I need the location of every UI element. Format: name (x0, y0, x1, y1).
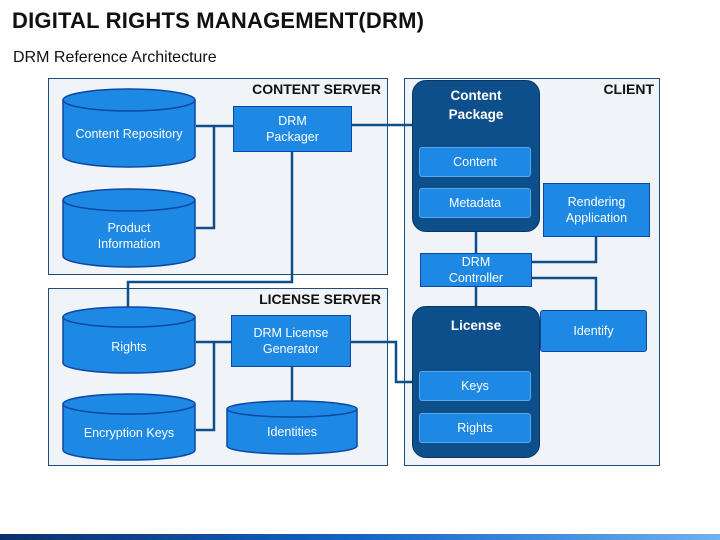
content-package-title: Content Package (448, 88, 504, 122)
rights-cylinder: Rights (62, 306, 196, 374)
content-repository-label: Content Repository (75, 127, 183, 141)
drm-license-generator-box: DRM License Generator (231, 315, 351, 367)
client-label: CLIENT (603, 81, 654, 97)
identities-cylinder: Identities (226, 400, 358, 456)
encryption-keys-cylinder: Encryption Keys (62, 393, 196, 461)
drm-packager-box: DRM Packager (233, 106, 352, 152)
rights-cylinder-label: Rights (111, 340, 147, 354)
keys-item: Keys (419, 371, 531, 401)
drm-controller-box: DRM Controller (420, 253, 532, 287)
identities-label: Identities (266, 425, 318, 439)
license-server-label: LICENSE SERVER (259, 291, 381, 307)
product-information-cylinder: Product Information (62, 188, 196, 268)
license-container: License Keys Rights (412, 306, 540, 458)
content-item: Content (419, 147, 531, 177)
footer-bar (0, 534, 720, 540)
content-repository-cylinder: Content Repository (62, 88, 196, 168)
identify-box: Identify (540, 310, 647, 352)
rendering-application-box: Rendering Application (543, 183, 650, 237)
page-title: DIGITAL RIGHTS MANAGEMENT(DRM) (12, 8, 425, 33)
content-package-container: Content Package Content Metadata (412, 80, 540, 232)
product-information-label: Product Information (97, 221, 161, 251)
metadata-item: Metadata (419, 188, 531, 218)
encryption-keys-label: Encryption Keys (83, 426, 175, 440)
license-title: License (450, 318, 502, 333)
page-subtitle: DRM Reference Architecture (13, 49, 217, 66)
content-server-label: CONTENT SERVER (252, 81, 381, 97)
license-rights-item: Rights (419, 413, 531, 443)
